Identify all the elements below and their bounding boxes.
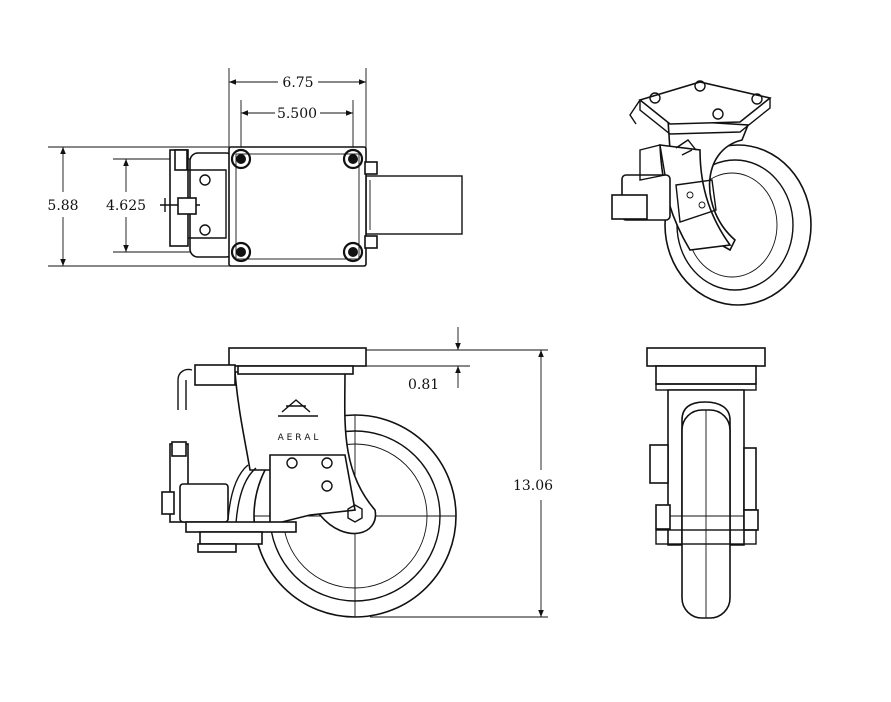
dimension-overall-width: 6.75 <box>229 75 366 91</box>
top-view: 6.75 5.500 5.88 4.625 <box>47 68 463 267</box>
dimension-label-bolt-length: 4.625 <box>106 198 146 214</box>
front-view <box>646 347 766 619</box>
dimension-label-bolt-width: 5.500 <box>277 106 317 122</box>
logo-text: A E R A L <box>278 433 319 443</box>
aeral-logo: A E R A L <box>278 399 319 443</box>
isometric-view <box>611 80 812 306</box>
dimension-bolt-length: 4.625 <box>106 159 146 252</box>
dimension-label-overall-length: 5.88 <box>47 198 78 214</box>
dimension-bolt-width: 5.500 <box>241 106 353 122</box>
dimension-label-plate-thickness: 0.81 <box>408 377 439 393</box>
dimension-label-overall-height: 13.06 <box>513 478 553 494</box>
side-view: 0.81 13.06 <box>161 327 553 618</box>
dimension-label-overall-width: 6.75 <box>282 75 313 91</box>
dimension-overall-length: 5.88 <box>47 147 79 266</box>
